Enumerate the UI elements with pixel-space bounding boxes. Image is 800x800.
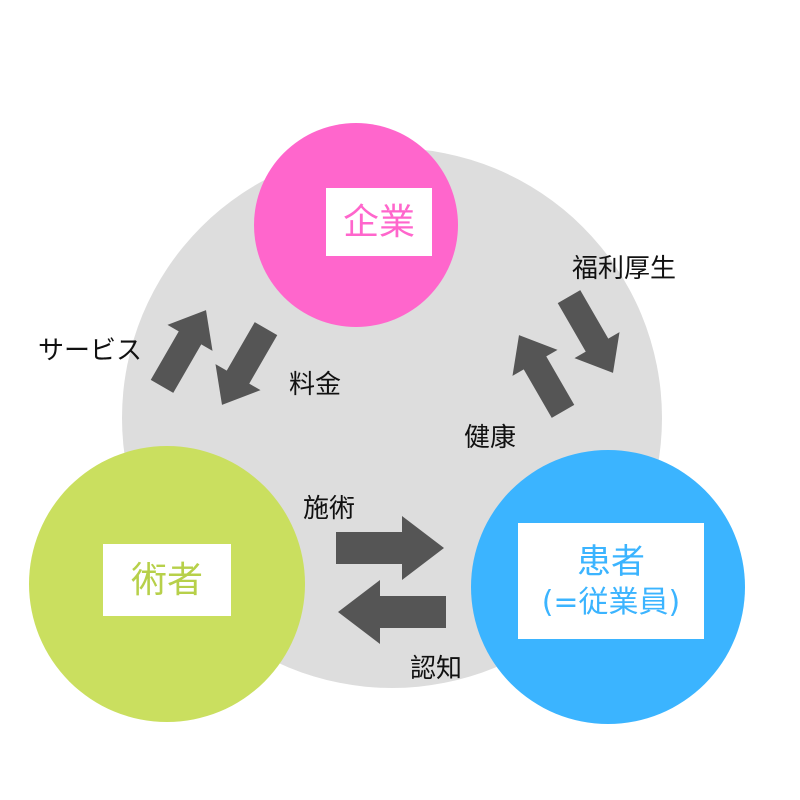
patient-label-line1: 患者	[577, 542, 645, 582]
label-treatment: 施術	[303, 494, 356, 524]
arrow-welfare-to-patient	[557, 290, 620, 373]
arrow-fee-to-practitioner	[215, 322, 278, 405]
arrow-recognition-to-practitioner	[338, 580, 446, 644]
company-label: 企業	[342, 201, 415, 243]
practitioner-label-box: 術者	[103, 544, 231, 616]
label-health: 健康	[464, 423, 517, 453]
company-label-box: 企業	[326, 188, 432, 256]
patient-label-box: 患者 (=従業員)	[518, 523, 704, 639]
label-welfare: 福利厚生	[572, 254, 677, 284]
practitioner-label: 術者	[130, 559, 203, 601]
arrow-treatment-to-patient	[336, 516, 444, 580]
arrow-service-to-company	[150, 310, 213, 393]
arrows	[150, 290, 620, 644]
label-service: サービス	[38, 336, 143, 366]
label-fee: 料金	[289, 370, 342, 400]
arrow-health-to-company	[512, 335, 575, 418]
label-recognition: 認知	[410, 654, 463, 684]
patient-label-line2: (=従業員)	[541, 584, 681, 620]
